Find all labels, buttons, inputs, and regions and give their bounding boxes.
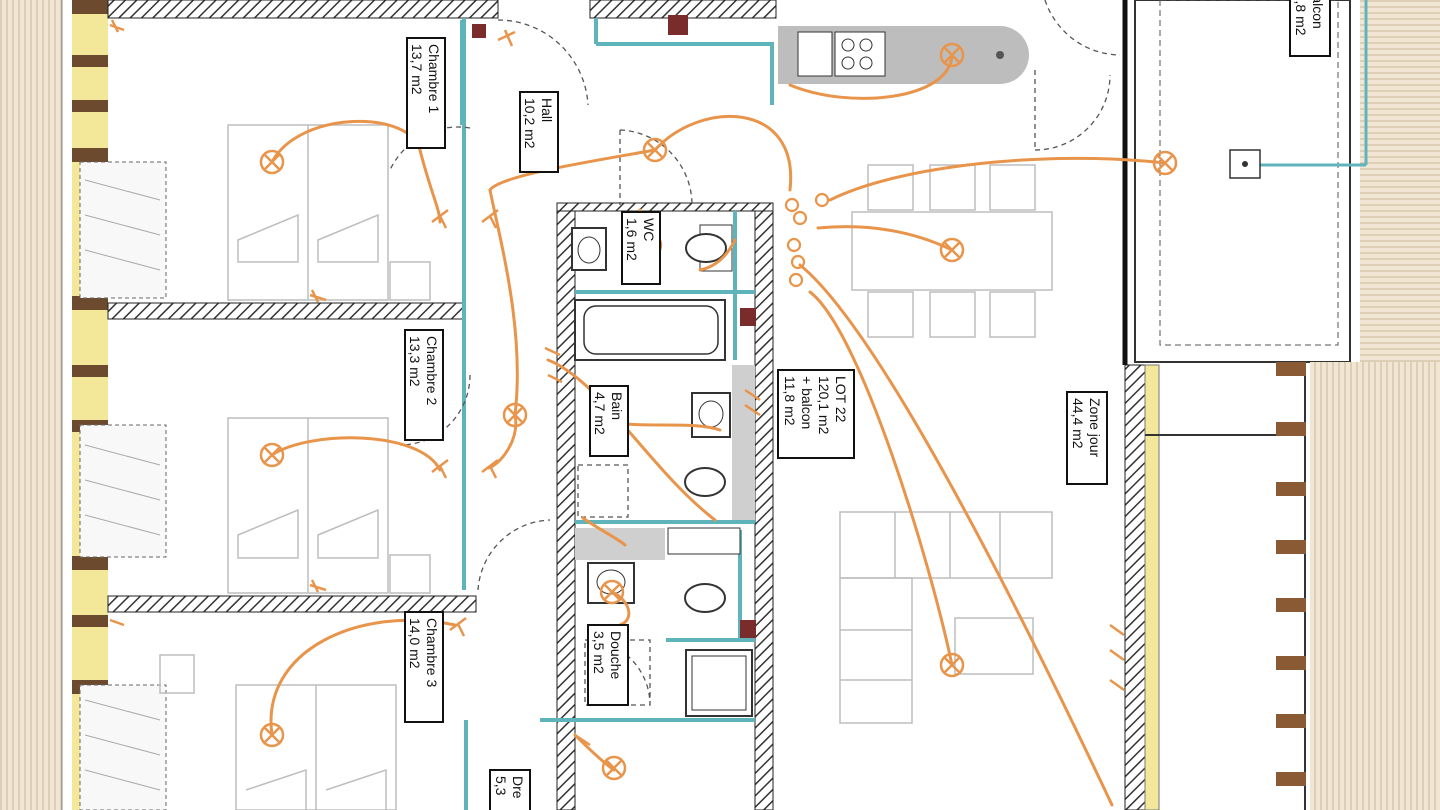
room-area: 13,7 m2 xyxy=(409,44,425,95)
room-name: Zone jour xyxy=(1087,398,1103,457)
room-area: 10,2 m2 xyxy=(522,98,538,149)
sink-icon xyxy=(797,31,833,77)
switch-icon xyxy=(481,459,499,479)
light-fixture-icon xyxy=(601,755,627,781)
room-name: Chambre 1 xyxy=(426,44,442,113)
sink-icon xyxy=(691,392,731,438)
room-name: Hall xyxy=(539,98,555,122)
wardrobes-left xyxy=(79,161,167,810)
switch-icon xyxy=(574,733,591,747)
balcony-joists xyxy=(1276,362,1306,786)
room-name: Balcon xyxy=(1310,0,1326,29)
room-labels: Chambre 1 13,7 m2 Hall 10,2 m2 WC 1,6 m2… xyxy=(404,0,1331,810)
switch-icon xyxy=(449,617,467,637)
room-label-wc: WC 1,6 m2 xyxy=(621,211,661,285)
lot-line-2: 120,1 m2 xyxy=(816,376,832,435)
socket-icon xyxy=(784,197,800,213)
shower-tray-icon xyxy=(685,649,753,717)
socket-icon xyxy=(790,254,806,270)
socket-icon xyxy=(792,210,808,226)
room-label-hall: Hall 10,2 m2 xyxy=(519,91,559,173)
room-name: WC xyxy=(641,218,657,241)
switch-icon xyxy=(431,459,449,479)
lot-line-1: LOT 22 xyxy=(833,376,849,423)
room-name: Bain xyxy=(609,392,625,420)
switches xyxy=(109,19,1125,747)
bed-icon xyxy=(227,417,389,594)
switch-icon xyxy=(109,618,125,627)
switch-icon xyxy=(744,388,761,417)
room-area: 5,3 xyxy=(493,776,509,796)
balcony xyxy=(1134,0,1440,810)
switch-icon xyxy=(497,29,516,47)
room-name: Douche xyxy=(608,631,624,679)
room-area: 44,4 m2 xyxy=(1070,398,1086,449)
stove-icon xyxy=(834,31,886,77)
room-area: 4,7 m2 xyxy=(592,392,608,435)
sink-icon xyxy=(587,562,635,604)
room-area: 3,5 m2 xyxy=(591,631,607,674)
light-fixture-icon xyxy=(259,442,285,468)
switch-icon xyxy=(309,579,327,593)
lot-line-4: 11,8 m2 xyxy=(782,376,798,426)
panels xyxy=(472,15,756,638)
room-area: 1,6 m2 xyxy=(624,218,640,261)
room-name: Chambre 2 xyxy=(424,336,440,405)
room-label-bain: Bain 4,7 m2 xyxy=(589,385,629,457)
room-label-chambre1: Chambre 1 13,7 m2 xyxy=(406,37,446,149)
sockets xyxy=(784,192,830,288)
sanitary xyxy=(571,224,755,717)
room-label-dressing: Dre 5,3 xyxy=(489,769,531,810)
room-label-balcon: Balcon 11,8 m2 xyxy=(1289,0,1331,57)
toilet-icon xyxy=(684,583,726,613)
switch-icon xyxy=(309,289,327,303)
facade-window-strip xyxy=(72,0,108,810)
switch-icon xyxy=(431,209,449,229)
bed-icon xyxy=(227,124,389,301)
furniture xyxy=(159,124,1053,810)
light-fixture-icon xyxy=(939,652,965,678)
kitchen-counter xyxy=(778,26,1029,84)
socket-icon xyxy=(788,272,804,288)
switch-icon xyxy=(544,346,563,384)
bed-icon xyxy=(235,684,397,810)
room-name: Chambre 3 xyxy=(424,618,440,687)
toilet-icon xyxy=(685,224,733,272)
switch-icon xyxy=(1109,623,1125,692)
room-label-chambre2: Chambre 2 13,3 m2 xyxy=(404,329,444,441)
room-area: 14,0 m2 xyxy=(407,618,423,669)
light-fixture-icon xyxy=(259,149,285,175)
toilet-icon xyxy=(684,467,726,497)
walls xyxy=(107,0,1160,810)
facade-posts xyxy=(72,0,108,694)
room-area: 11,8 m2 xyxy=(1293,0,1309,36)
socket-icon xyxy=(814,192,830,208)
room-name: Dre xyxy=(510,776,526,799)
switch-icon xyxy=(481,209,499,229)
room-label-douche: Douche 3,5 m2 xyxy=(587,624,629,706)
sink-icon xyxy=(571,227,607,271)
room-label-chambre3: Chambre 3 14,0 m2 xyxy=(404,611,444,723)
socket-icon xyxy=(786,237,802,253)
bathtub-icon xyxy=(574,299,726,361)
facade-left xyxy=(0,0,62,810)
room-label-lot: LOT 22 120,1 m2 + balcon 11,8 m2 xyxy=(777,369,855,459)
switch-icon xyxy=(109,19,125,33)
light-fixture-icon xyxy=(939,237,965,263)
room-area: 13,3 m2 xyxy=(407,336,423,387)
lot-line-3: + balcon xyxy=(799,376,815,429)
room-label-zonejour: Zone jour 44,4 m2 xyxy=(1066,391,1108,485)
